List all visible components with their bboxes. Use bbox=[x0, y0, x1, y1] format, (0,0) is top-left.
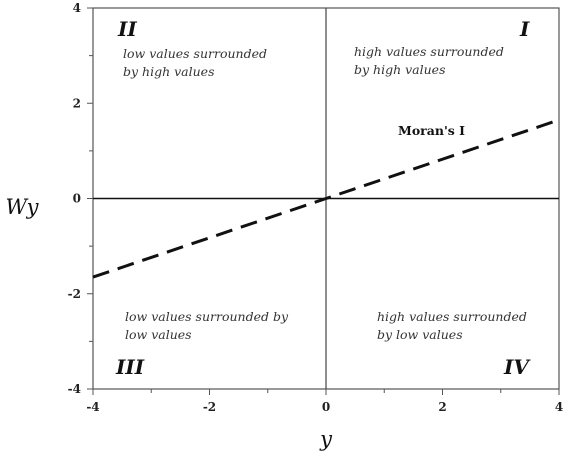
x-tick-label: -2 bbox=[203, 400, 216, 414]
quadrant-3-number: III bbox=[115, 355, 145, 379]
x-tick-label: 2 bbox=[438, 400, 446, 414]
morans-i-label: Moran's I bbox=[398, 123, 465, 138]
quadrant-1-desc-line1: high values surrounded bbox=[354, 44, 504, 59]
quadrant-4-number: IV bbox=[503, 355, 531, 379]
y-axis: -4 -2 0 2 4 bbox=[68, 1, 93, 396]
quadrant-2-number: II bbox=[117, 17, 137, 41]
quadrant-2-desc-line2: by high values bbox=[123, 64, 215, 79]
x-tick-label: 4 bbox=[555, 400, 563, 414]
y-tick-label: 4 bbox=[73, 1, 81, 15]
x-tick-label: 0 bbox=[322, 400, 330, 414]
y-tick-label: 0 bbox=[73, 192, 81, 206]
x-tick-label: -4 bbox=[86, 400, 99, 414]
y-axis-title: Wy bbox=[6, 195, 40, 219]
quadrant-4-desc-line1: high values surrounded bbox=[377, 309, 527, 324]
x-axis: -4 -2 0 2 4 bbox=[86, 389, 563, 414]
y-tick-label: -2 bbox=[68, 287, 81, 301]
y-tick-label: -4 bbox=[68, 382, 81, 396]
quadrant-2-desc-line1: low values surrounded bbox=[123, 46, 267, 61]
morans-i-line bbox=[92, 118, 560, 279]
quadrant-3-desc-line2: low values bbox=[125, 327, 192, 342]
quadrant-1-number: I bbox=[519, 17, 530, 41]
x-axis-title: y bbox=[319, 427, 333, 451]
quadrant-4-desc-line2: by low values bbox=[377, 327, 463, 342]
y-tick-label: 2 bbox=[73, 96, 81, 110]
quadrant-3-desc-line1: low values surrounded by bbox=[125, 309, 289, 324]
quadrant-1-desc-line2: by high values bbox=[354, 62, 446, 77]
